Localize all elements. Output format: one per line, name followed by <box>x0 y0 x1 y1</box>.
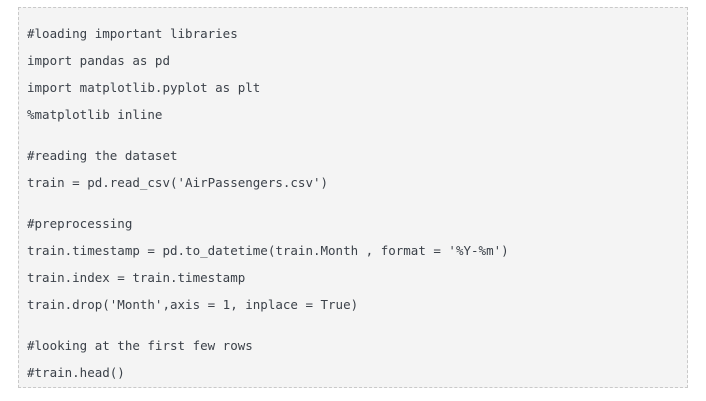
code-line: #loading important libraries <box>27 26 238 41</box>
code-line: #looking at the first few rows <box>27 338 253 353</box>
code-line: #reading the dataset <box>27 148 178 163</box>
code-lines-container: #loading important libraries import panda… <box>27 20 677 386</box>
blank-line <box>27 196 677 210</box>
code-line: train = pd.read_csv('AirPassengers.csv') <box>27 175 329 190</box>
code-line: train.drop('Month',axis = 1, inplace = T… <box>27 297 359 312</box>
code-line: import pandas as pd <box>27 53 170 68</box>
code-line: train.index = train.timestamp <box>27 270 246 285</box>
code-line: #train.head() <box>27 365 125 380</box>
blank-line <box>27 128 677 142</box>
code-line: #preprocessing <box>27 216 133 231</box>
code-block: #loading important libraries import panda… <box>18 7 688 388</box>
code-line: train.timestamp = pd.to_datetime(train.M… <box>27 243 509 258</box>
code-line: %matplotlib inline <box>27 107 163 122</box>
blank-line <box>27 318 677 332</box>
code-line: import matplotlib.pyplot as plt <box>27 80 261 95</box>
